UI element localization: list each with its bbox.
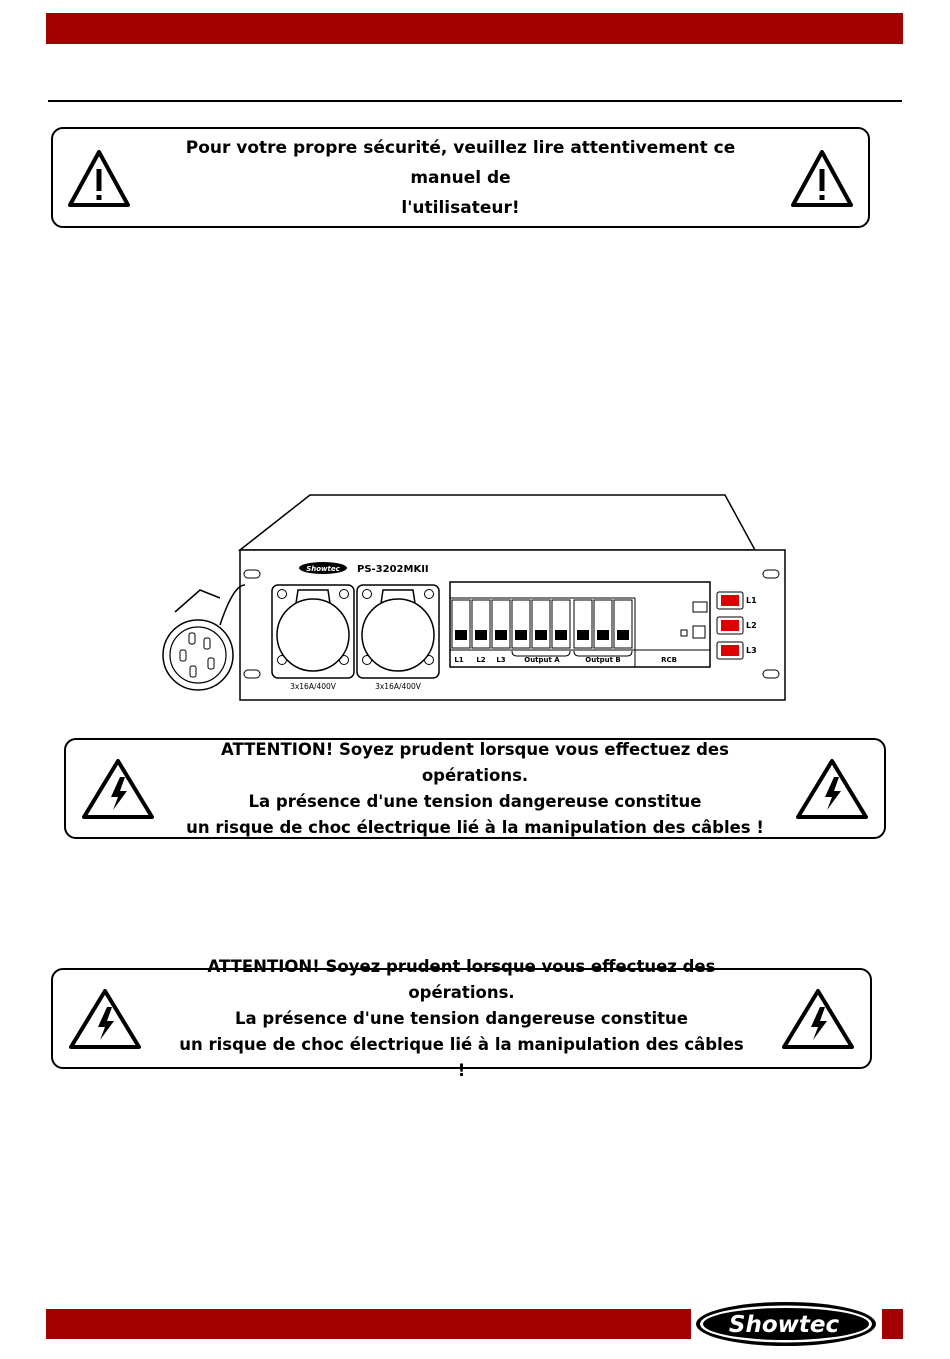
footer-bar (46, 1309, 691, 1339)
phase-indicator: L3 (716, 641, 757, 660)
chassis-top (237, 494, 757, 551)
phase-indicator: L1 (716, 591, 757, 610)
output-socket (356, 584, 440, 679)
svg-text:L3: L3 (746, 646, 757, 655)
svg-text:L1: L1 (746, 596, 757, 605)
rack-slot (243, 569, 261, 579)
power-inlet-plug (162, 584, 246, 691)
shock-warning-text: ATTENTION! Soyez prudent lorsque vous ef… (66, 737, 884, 841)
header-bar (46, 13, 903, 44)
power-distributor-illustration: Showtec PS-3202MKII 3x16A/400V 3x16A/400… (162, 494, 786, 701)
breaker-label-rcb: RCB (661, 656, 677, 664)
shock-warning-line-2: La présence d'une tension dangereuse con… (248, 791, 702, 811)
footer-bar-end (882, 1309, 903, 1339)
safety-warning-line-1: Pour votre propre sécurité, veuillez lir… (185, 137, 736, 188)
safety-warning-line-2: l'utilisateur! (401, 197, 520, 218)
rack-slot (762, 569, 780, 579)
shock-warning-box: ATTENTION! Soyez prudent lorsque vous ef… (64, 738, 886, 839)
rack-slot (243, 669, 261, 679)
svg-text:Showtec: Showtec (306, 565, 340, 573)
shock-warning-text: ATTENTION! Soyez prudent lorsque vous ef… (53, 954, 870, 1084)
socket-2-label: 3x16A/400V (375, 682, 422, 691)
breaker-panel (449, 581, 711, 668)
warning-triangle-icon (68, 149, 130, 207)
breaker-label-l3: L3 (496, 656, 505, 664)
showtec-logo: Showtec (696, 1302, 876, 1346)
logo-text: Showtec (729, 1312, 840, 1338)
phase-indicator: L2 (716, 616, 757, 635)
electric-shock-icon (782, 988, 854, 1049)
brand-logo: Showtec (299, 562, 347, 574)
breaker-label-output-b: Output B (585, 656, 620, 664)
socket-1-label: 3x16A/400V (290, 682, 337, 691)
electric-shock-icon (69, 988, 141, 1049)
breaker-label-l1: L1 (454, 656, 463, 664)
output-socket (271, 584, 355, 679)
warning-triangle-icon (791, 149, 853, 207)
shock-warning-line-1: ATTENTION! Soyez prudent lorsque vous ef… (221, 739, 729, 785)
breaker-label-output-a: Output A (524, 656, 560, 664)
safety-warning-text: Pour votre propre sécurité, veuillez lir… (53, 133, 868, 223)
electric-shock-icon (796, 758, 868, 819)
shock-warning-box: ATTENTION! Soyez prudent lorsque vous ef… (51, 957, 872, 1080)
shock-warning-line-3: un risque de choc électrique lié à la ma… (179, 1034, 744, 1080)
electric-shock-icon (82, 758, 154, 819)
rack-slot (762, 669, 780, 679)
safety-warning-box: Pour votre propre sécurité, veuillez lir… (51, 127, 870, 228)
header-rule (48, 100, 902, 102)
svg-text:L2: L2 (746, 621, 757, 630)
shock-warning-line-3: un risque de choc électrique lié à la ma… (186, 817, 764, 837)
shock-warning-line-1: ATTENTION! Soyez prudent lorsque vous ef… (207, 956, 716, 1002)
shock-warning-line-2: La présence d'une tension dangereuse con… (234, 1008, 688, 1028)
breaker-label-l2: L2 (476, 656, 485, 664)
model-label: PS-3202MKII (357, 564, 429, 575)
